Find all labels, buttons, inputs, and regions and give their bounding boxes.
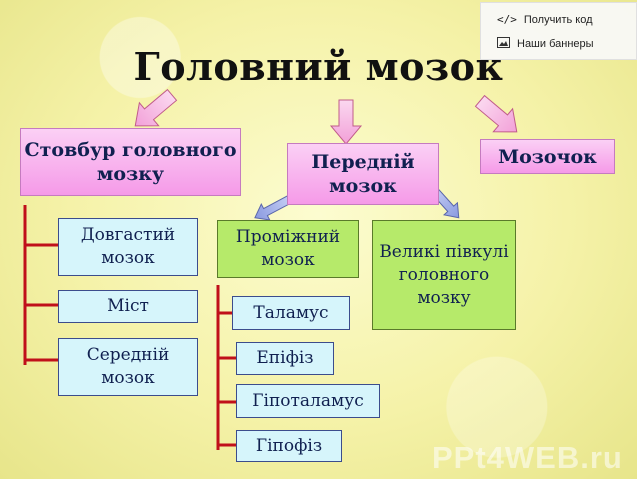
node-cerebellum: Мозочок [480, 139, 615, 174]
node-pons: Міст [58, 290, 198, 323]
image-icon [497, 37, 510, 51]
get-code-label: Получить код [523, 13, 593, 26]
node-hypothalamus: Гіпоталамус [236, 384, 380, 418]
diagram-title: Головний мозок [133, 44, 504, 89]
watermark: PPt4WEB.ru [432, 440, 623, 475]
node-midbrain: Середній мозок [58, 338, 198, 396]
node-forebrain: Передній мозок [287, 143, 439, 205]
node-medulla: Довгастий мозок [58, 218, 198, 276]
arrow-to-cerebellum [474, 94, 518, 133]
get-code-link[interactable]: </> Получить код [497, 13, 593, 26]
node-hemispheres: Великі півкулі головного мозку [372, 220, 516, 330]
arrow-to-stem [134, 88, 178, 127]
node-hypophysis: Гіпофіз [236, 430, 342, 462]
banners-label: Наши баннеры [517, 38, 594, 50]
node-diencephalon: Проміжний мозок [217, 220, 359, 278]
banners-link[interactable]: Наши баннеры [497, 37, 594, 51]
share-toolbar: </> Получить код Наши баннеры [480, 2, 637, 60]
arrow-to-forebrain [329, 99, 363, 145]
node-epiphysis: Епіфіз [236, 342, 334, 375]
node-thalamus: Таламус [232, 296, 350, 330]
diencephalon-bracket [216, 285, 236, 450]
node-brainstem: Стовбур головного мозку [20, 128, 241, 196]
code-icon: </> [497, 13, 517, 26]
stem-bracket [23, 205, 58, 365]
